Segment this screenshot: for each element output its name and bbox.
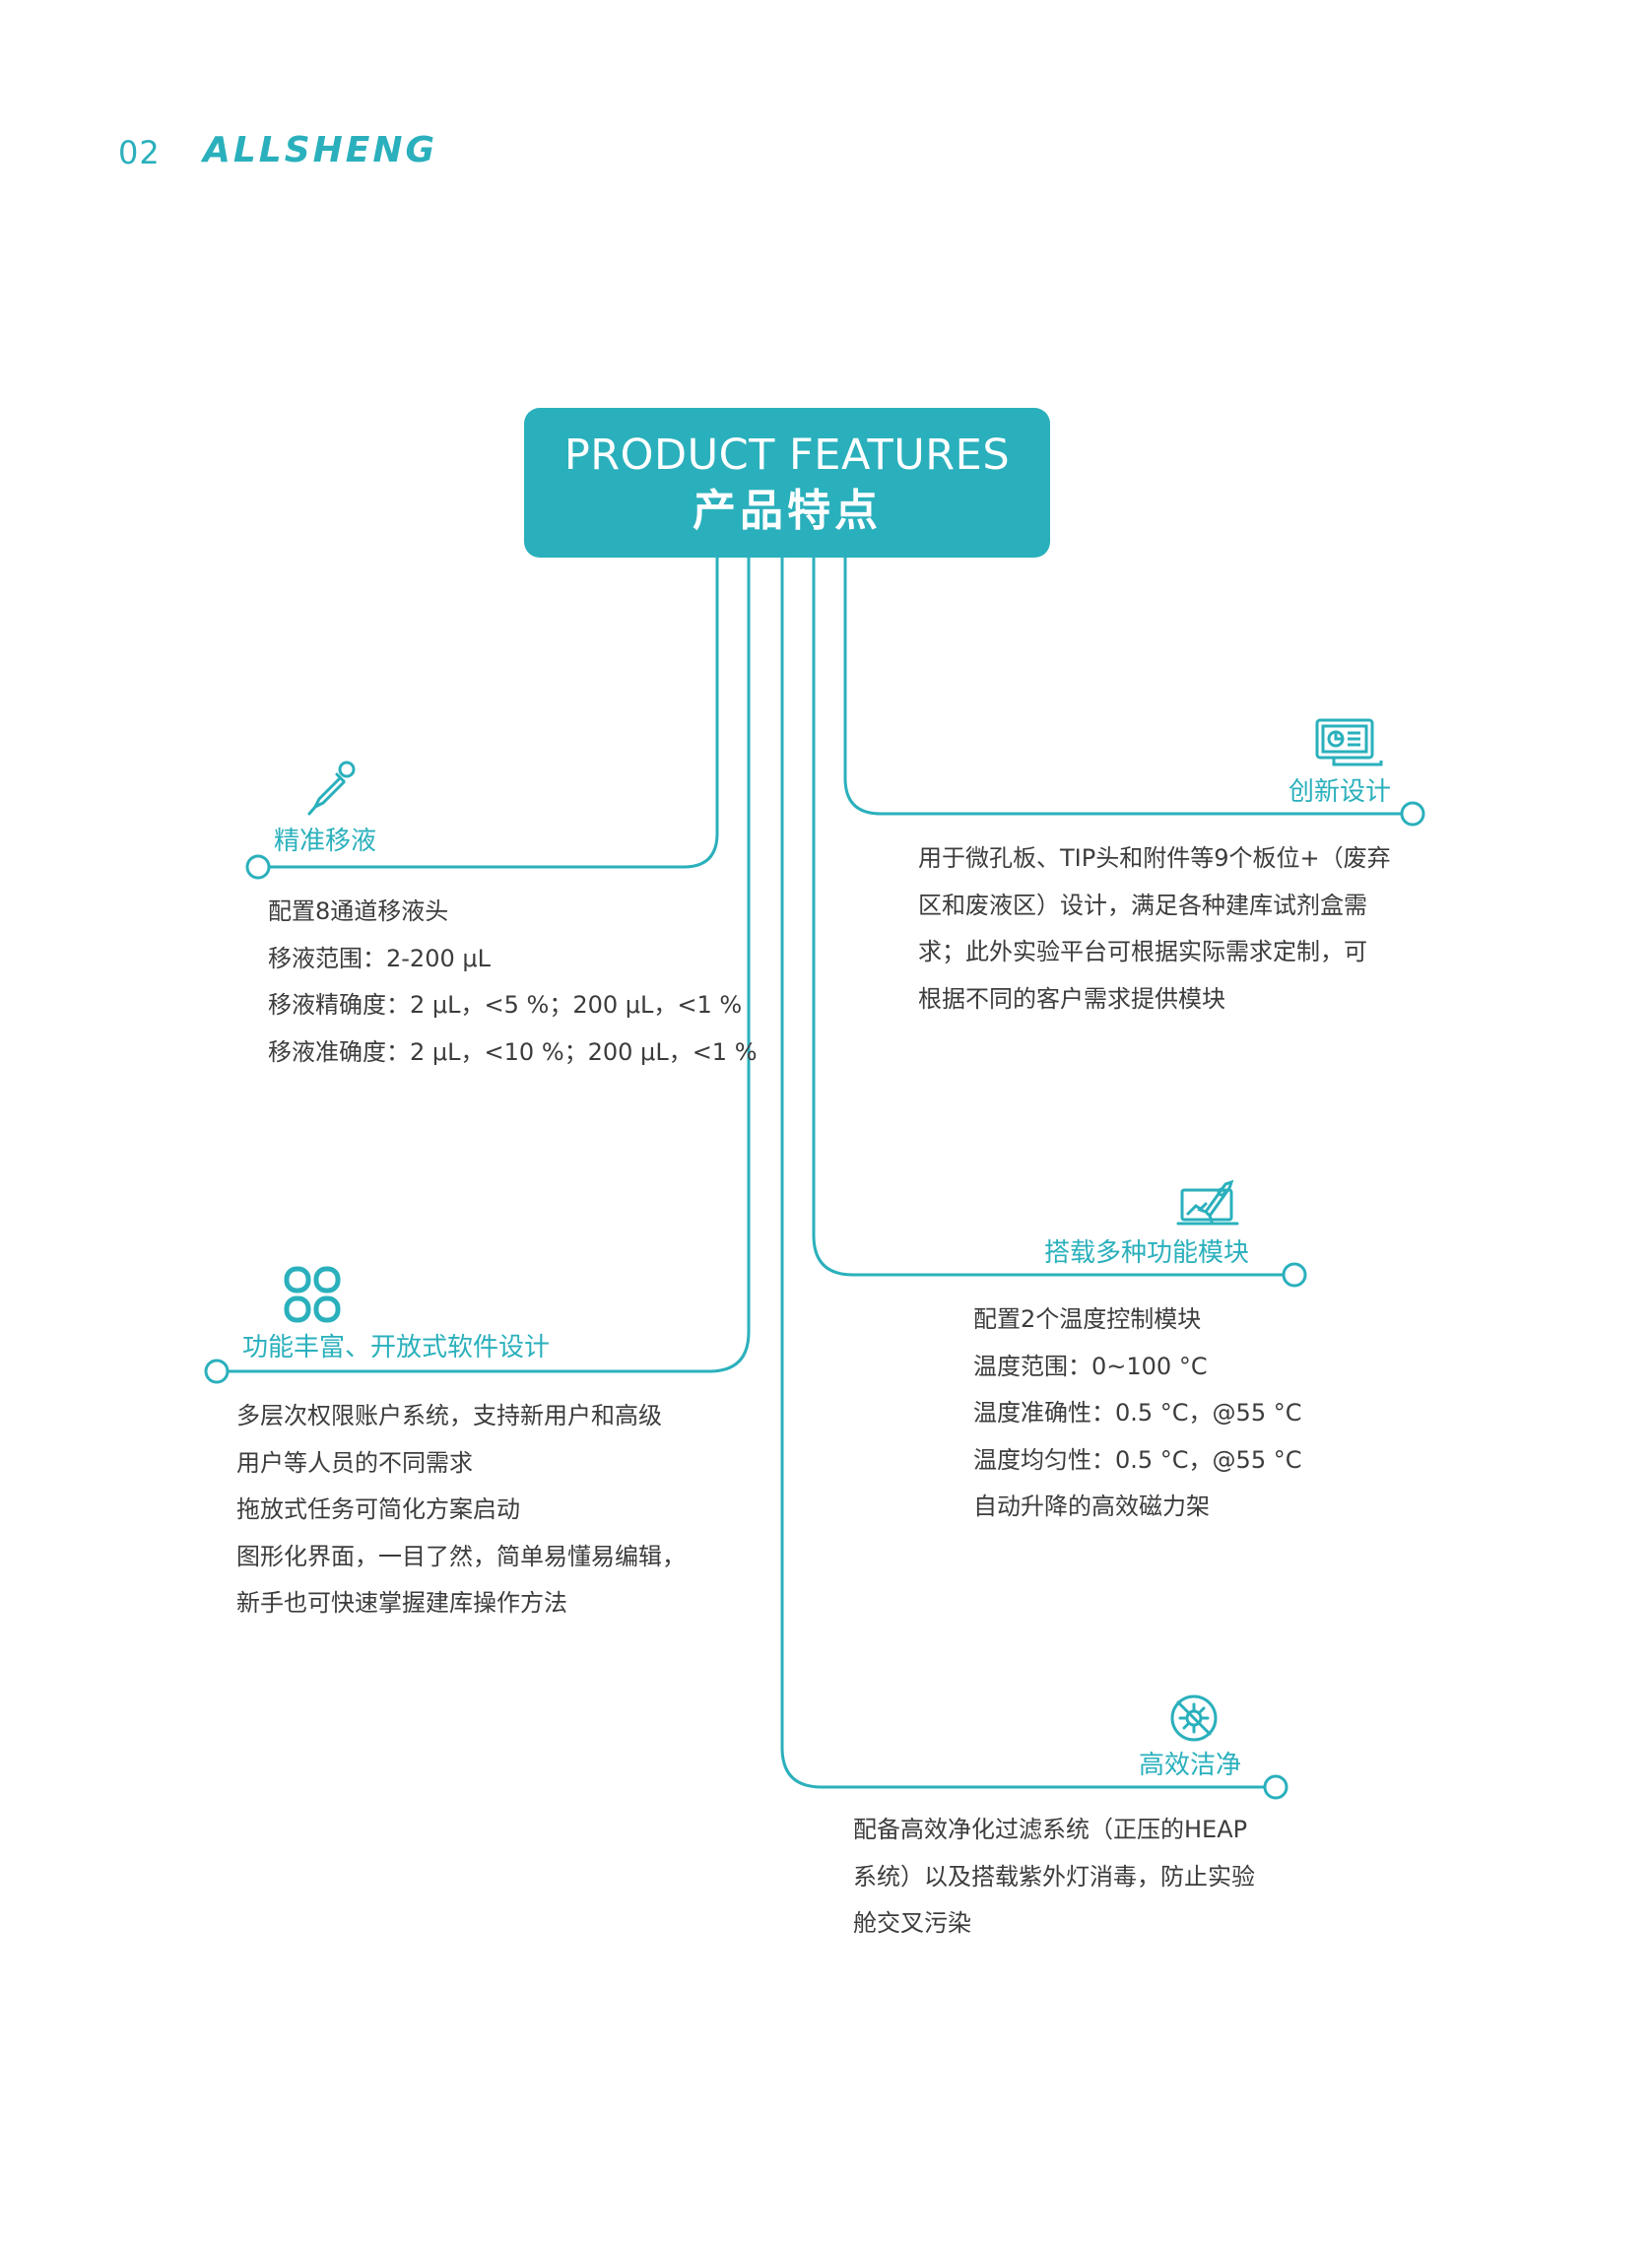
title-chinese: 产品特点 <box>693 486 882 536</box>
feature-line: 区和废液区）设计，满足各种建库试剂盒需 <box>918 891 1367 919</box>
feature-line: 配备高效净化过滤系统（正压的HEAP <box>853 1816 1248 1843</box>
feature-line: 新手也可快速掌握建库操作方法 <box>236 1589 567 1617</box>
feature-line: 配置2个温度控制模块 <box>973 1305 1202 1333</box>
feature-line: 根据不同的客户需求提供模块 <box>918 984 1225 1013</box>
grid-icon <box>284 1266 341 1323</box>
feature-line: 舱交叉污染 <box>853 1909 971 1937</box>
feature-line: 温度均匀性：0.5 °C，@55 °C <box>973 1445 1302 1474</box>
product-features-title: PRODUCT FEATURES 产品特点 <box>524 408 1050 558</box>
feature-heading-pipetting: 精准移液 <box>274 827 377 856</box>
brand-logo: ALLSHENG <box>203 130 438 170</box>
feature-heading-innovation: 创新设计 <box>1289 777 1392 807</box>
laptop-rocket-icon <box>1176 1179 1239 1226</box>
feature-heading-modules: 搭载多种功能模块 <box>1044 1238 1250 1268</box>
feature-line: 配置8通道移液头 <box>268 897 449 925</box>
feature-line: 自动升降的高效磁力架 <box>973 1493 1210 1520</box>
feature-line: 移液准确度：2 μL，<10 %；200 μL，<1 % <box>268 1037 758 1066</box>
feature-body-modules: 配置2个温度控制模块 温度范围：0~100 °C 温度准确性：0.5 °C，@5… <box>973 1296 1301 1531</box>
page-number: 02 <box>118 134 161 171</box>
feature-line: 温度准确性：0.5 °C，@55 °C <box>973 1399 1302 1427</box>
feature-line: 用于微孔板、TIP头和附件等9个板位+（废弃 <box>918 844 1391 872</box>
feature-line: 移液精确度：2 μL，<5 %；200 μL，<1 % <box>268 991 743 1019</box>
feature-line: 多层次权限账户系统，支持新用户和高级 <box>236 1402 662 1429</box>
feature-line: 系统）以及搭载紫外灯消毒，防止实验 <box>853 1862 1255 1891</box>
feature-body-pipetting: 配置8通道移液头 移液范围：2-200 μL 移液精确度：2 μL，<5 %；2… <box>268 889 758 1076</box>
feature-line: 温度范围：0~100 °C <box>973 1352 1208 1380</box>
feature-body-clean: 配备高效净化过滤系统（正压的HEAP 系统）以及搭载紫外灯消毒，防止实验 舱交叉… <box>853 1807 1255 1948</box>
pipette-icon <box>307 761 356 816</box>
feature-line: 图形化界面，一目了然，简单易懂易编辑， <box>236 1542 686 1570</box>
feature-heading-clean: 高效洁净 <box>1139 1751 1242 1780</box>
monitor-chart-icon <box>1315 718 1383 766</box>
feature-line: 求；此外实验平台可根据实际需求定制，可 <box>918 938 1367 965</box>
feature-line: 用户等人员的不同需求 <box>236 1448 473 1477</box>
feature-line: 拖放式任务可简化方案启动 <box>236 1495 520 1523</box>
no-germ-icon <box>1170 1694 1218 1742</box>
feature-body-software: 多层次权限账户系统，支持新用户和高级 用户等人员的不同需求 拖放式任务可简化方案… <box>236 1393 686 1627</box>
feature-line: 移液范围：2-200 μL <box>268 944 492 972</box>
feature-heading-software: 功能丰富、开放式软件设计 <box>242 1333 551 1362</box>
feature-body-innovation: 用于微孔板、TIP头和附件等9个板位+（废弃 区和废液区）设计，满足各种建库试剂… <box>918 835 1391 1023</box>
title-english: PRODUCT FEATURES <box>563 431 1011 480</box>
